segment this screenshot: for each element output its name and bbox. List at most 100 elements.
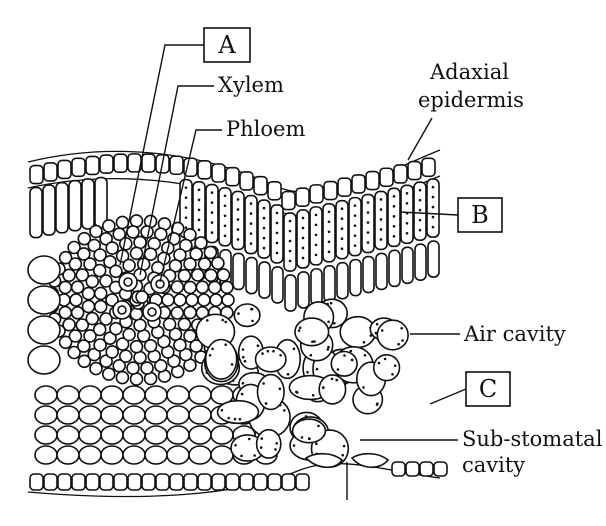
chloroplast-dot	[392, 225, 396, 228]
lower-epidermal-cell	[85, 473, 100, 491]
chloroplast-dot	[317, 424, 320, 428]
bundle-cell	[109, 321, 123, 336]
chloroplast-dot	[249, 242, 253, 245]
bundle-cell	[105, 345, 119, 359]
epidermal-cell	[295, 187, 310, 207]
box-c-text: C	[479, 375, 497, 403]
palisade-cell	[401, 246, 414, 285]
chloroplast-dot	[243, 359, 247, 363]
chloroplast-dot	[379, 238, 383, 241]
chloroplast-dot	[262, 206, 266, 210]
chloroplast-dot	[262, 226, 266, 230]
chloroplast-dot	[335, 378, 339, 382]
epidermal-cell	[71, 157, 86, 178]
stoma	[304, 452, 390, 500]
chloroplast-dot	[301, 246, 305, 250]
lower-epidermal-cell	[239, 473, 254, 491]
spongy-cell	[233, 303, 261, 328]
chloroplast-dot	[314, 253, 318, 257]
upper-epidermis	[29, 153, 436, 211]
box-b-text: B	[471, 201, 489, 229]
palisade-cell	[336, 261, 349, 300]
bundle-cell	[185, 293, 199, 307]
chloroplast-dot	[340, 227, 344, 230]
ground-cell	[27, 255, 61, 285]
chloroplast-dot	[340, 217, 344, 220]
chloroplast-dot	[241, 348, 245, 351]
bundle-cell	[140, 361, 154, 375]
lower-epidermal-cell	[43, 473, 58, 491]
chloroplast-dot	[313, 340, 316, 343]
ground-cell	[34, 445, 58, 465]
bundle-cell	[129, 372, 144, 386]
lower-epidermal-cell	[419, 461, 434, 477]
bundle-cell	[129, 307, 144, 321]
palisade-cell	[388, 249, 401, 288]
chloroplast-dot	[210, 221, 214, 224]
chloroplast-dot	[264, 402, 268, 405]
chloroplast-dot	[238, 417, 242, 421]
epidermal-cell	[421, 157, 436, 178]
bundle-cell	[154, 358, 168, 373]
chloroplast-dot	[208, 354, 212, 357]
ground-cell	[34, 385, 58, 405]
palisade-cell	[81, 178, 95, 230]
bundle-cell	[115, 337, 130, 351]
bundle-cell	[58, 305, 73, 320]
chloroplast-dot	[274, 448, 277, 451]
ground-cell	[188, 445, 212, 465]
chloroplast-dot	[230, 363, 234, 366]
chloroplast-dot	[349, 349, 353, 353]
xylem-lumen	[117, 305, 127, 315]
bundle-cell	[103, 331, 117, 346]
bundle-cell	[93, 338, 107, 352]
ground-cell	[122, 405, 146, 425]
epidermal-cell	[99, 154, 114, 174]
lower-epidermal-cell	[113, 473, 128, 491]
chloroplast-dot	[261, 352, 264, 355]
bundle-cell	[167, 354, 181, 369]
chloroplast-dot	[418, 218, 422, 222]
chloroplast-dot	[197, 198, 201, 202]
chloroplast-dot	[184, 226, 188, 229]
chloroplast-dot	[397, 342, 400, 346]
chloroplast-dot	[393, 364, 397, 368]
chloroplast-dot	[240, 454, 243, 458]
chloroplast-dot	[197, 208, 201, 212]
chloroplast-dot	[288, 239, 292, 243]
chloroplast-dot	[184, 196, 188, 199]
chloroplast-dot	[197, 218, 201, 222]
epidermal-cell	[393, 164, 408, 184]
chloroplast-dot	[418, 188, 422, 192]
lower-epidermal-cell	[71, 473, 86, 491]
epidermal-cell	[323, 180, 338, 201]
chloroplast-dot	[234, 444, 237, 447]
epidermal-cell	[365, 170, 380, 191]
chloroplast-dot	[362, 341, 366, 344]
ground-cell	[144, 425, 168, 445]
bundle-cell	[194, 236, 208, 250]
epidermal-cell	[267, 180, 282, 201]
epidermal-cell	[169, 155, 184, 176]
chloroplast-dot	[392, 215, 396, 218]
chloroplast-dot	[288, 219, 292, 223]
epidermal-cell	[113, 153, 128, 174]
chloroplast-dot	[236, 198, 240, 201]
spongy-cell	[291, 418, 327, 444]
chloroplast-dot	[262, 246, 266, 250]
chloroplast-dot	[379, 198, 383, 201]
box-a-frame	[203, 27, 251, 63]
sub-stomatal-line1: Sub-stomatal	[462, 427, 603, 451]
chloroplast-dot	[301, 236, 305, 240]
lower-epidermal-cell	[267, 473, 282, 491]
lower-epidermal-cell	[211, 473, 226, 491]
chloroplast-dot	[275, 221, 279, 225]
chloroplast-dot	[309, 353, 313, 357]
bundle-cell	[133, 318, 147, 333]
bundle-cell	[119, 349, 133, 364]
box-a-text: A	[217, 31, 236, 59]
chloroplast-dot	[260, 437, 264, 440]
bundle-cell	[143, 338, 158, 353]
chloroplast-dot	[210, 191, 214, 194]
lower-epidermis	[29, 461, 448, 491]
